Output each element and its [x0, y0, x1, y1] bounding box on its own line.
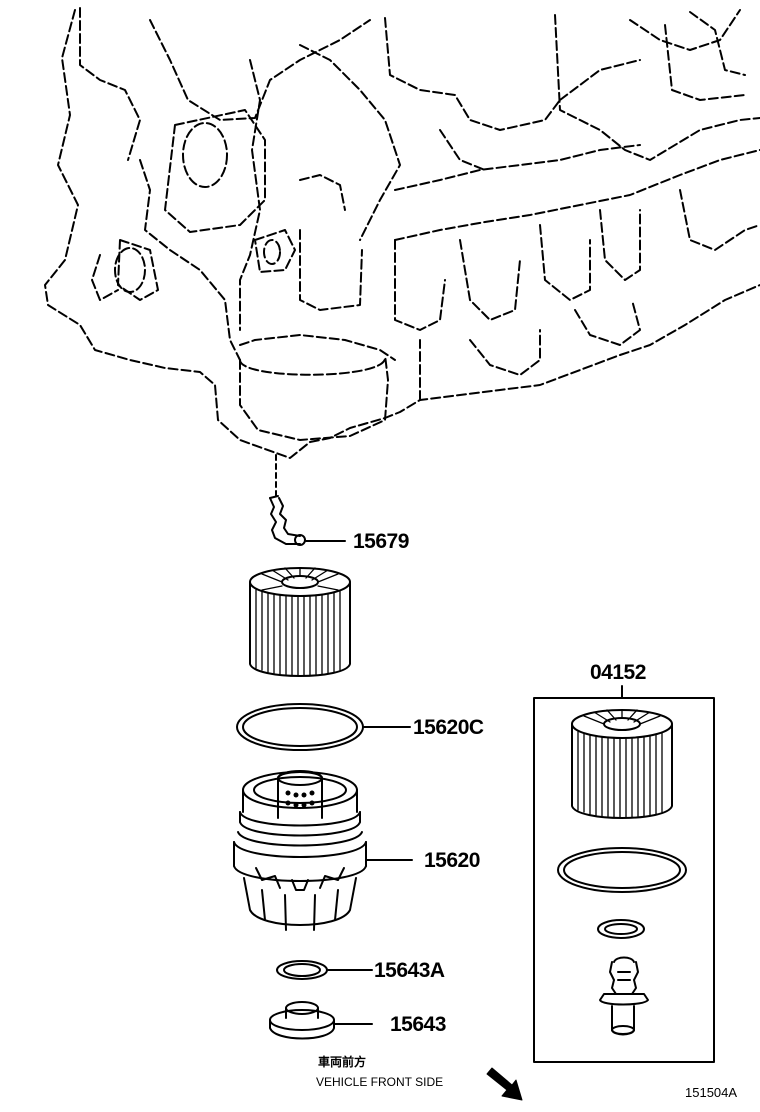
part-number-15643: 15643: [390, 1013, 446, 1036]
part-number-15679: 15679: [353, 530, 409, 553]
diagram-reference-number: 151504A: [685, 1085, 738, 1100]
oil-filter-element: [249, 567, 351, 677]
kit-number-04152: 04152: [590, 661, 646, 684]
drain-plug-15643: [269, 1001, 335, 1040]
o-ring-15620c: [236, 703, 364, 751]
vehicle-front-label-en: VEHICLE FRONT SIDE: [316, 1075, 444, 1089]
vehicle-front-arrow: [486, 1067, 523, 1101]
kit-filter-element: [571, 709, 673, 819]
kit-drain-pipe: [599, 956, 649, 1036]
kit-gasket: [597, 919, 645, 939]
engine-block-phantom: [44, 7, 760, 459]
kit-04152-box: [533, 697, 715, 1063]
oil-drain-pipe-15679: [269, 495, 306, 546]
kit-o-ring: [557, 847, 687, 893]
part-number-15643a: 15643A: [374, 959, 445, 982]
part-number-15620c: 15620C: [413, 716, 484, 739]
oil-filter-cap-15620: [233, 770, 367, 931]
gasket-15643a: [276, 960, 328, 980]
part-number-15620: 15620: [424, 849, 480, 872]
vehicle-front-label-jp: 車両前方: [318, 1055, 367, 1069]
